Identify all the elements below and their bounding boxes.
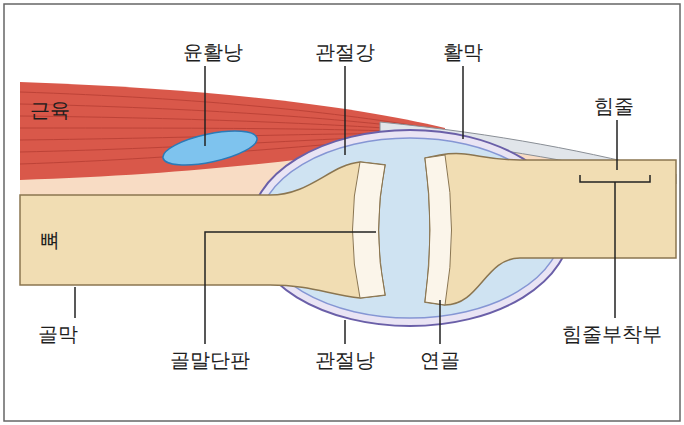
part-label: 골막 [36,322,80,346]
part-label: 뼈 [38,228,62,252]
part-label: 힘줄 [592,94,636,118]
part-label: 힘줄부착부 [560,322,664,346]
part-label: 윤활낭 [181,40,245,64]
part-label: 활막 [441,40,485,64]
part-label: 근육 [28,98,72,122]
part-label: 관절강 [313,40,377,64]
part-label: 골말단판 [168,348,252,372]
part-label: 연골 [418,348,462,372]
part-label: 관절낭 [313,348,377,372]
